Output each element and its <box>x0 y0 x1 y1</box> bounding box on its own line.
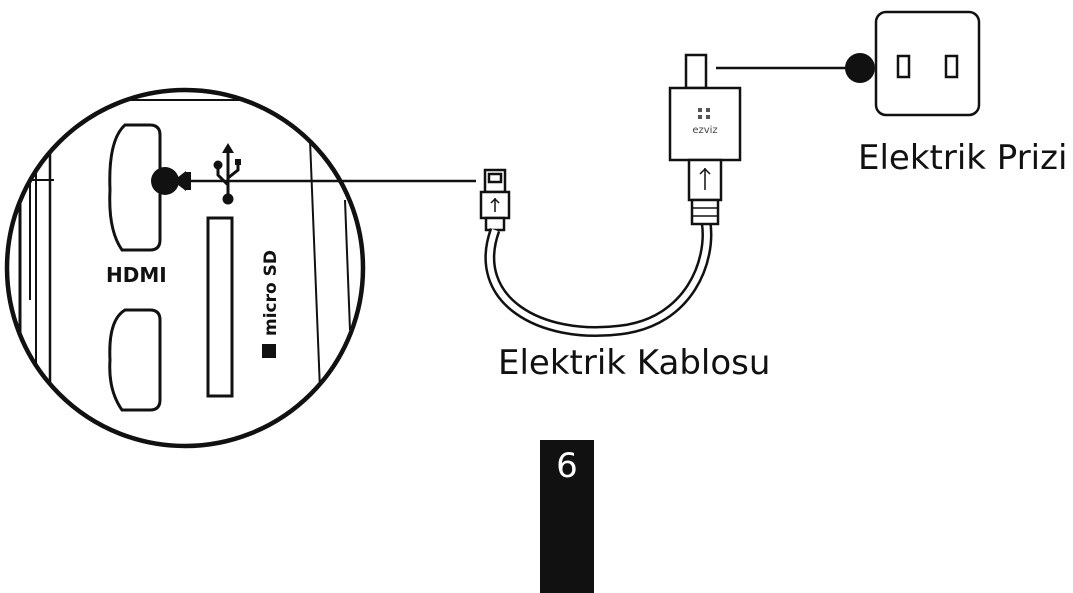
adapter-brand-label: ezviz <box>692 125 717 136</box>
power-cable-label: Elektrik Kablosu <box>498 343 771 383</box>
adapter-logo <box>698 108 710 119</box>
page-number: 6 <box>556 446 578 486</box>
device-port-closeup: HDMI micro SD <box>4 87 366 449</box>
micro-sd-slot <box>206 216 234 398</box>
hdmi-label: HDMI <box>106 263 167 287</box>
power-outlet-icon <box>874 10 981 117</box>
micro-sd-label: micro SD <box>261 250 281 336</box>
usb-port <box>108 123 162 252</box>
sd-card-icon <box>262 344 276 358</box>
page-number-tab: 6 <box>540 440 594 593</box>
hdmi-port <box>108 308 162 412</box>
micro-usb-plug-icon <box>479 168 511 232</box>
power-outlet-label: Elektrik Prizi <box>858 138 1068 178</box>
outlet-connection-dot <box>845 53 875 83</box>
power-adapter-icon <box>668 53 742 226</box>
